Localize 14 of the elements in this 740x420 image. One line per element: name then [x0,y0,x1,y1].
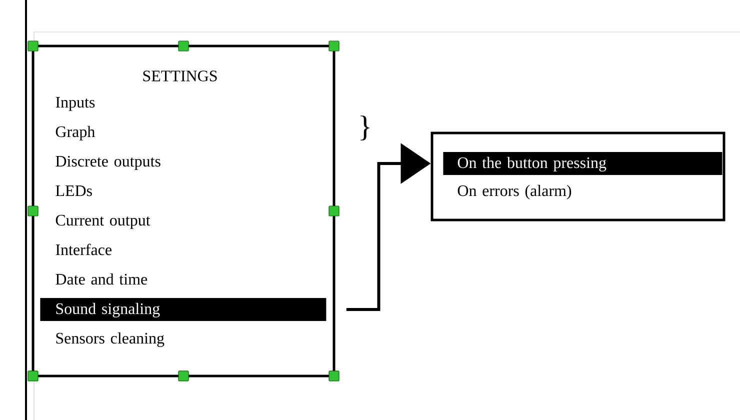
node-label: On the button pressing [458,156,606,172]
selected-menu-item: Sound signaling [40,298,326,321]
brace: } [360,116,370,140]
menu-item: Sensors cleaning [56,332,164,347]
menu-item: Interface [56,244,112,256]
menu-item: Graph [56,126,95,140]
submenu-box [430,132,726,222]
menu-item: Date and time [56,273,148,285]
selected-menu-item: On the button pressing [443,152,722,175]
menu-item: Discrete outputs [56,156,160,170]
menu-item: LEDs [56,186,92,196]
menu-item: On errors (alarm) [458,184,572,200]
menu-item: Inputs [56,97,95,111]
menu-item: Current output [56,214,150,229]
